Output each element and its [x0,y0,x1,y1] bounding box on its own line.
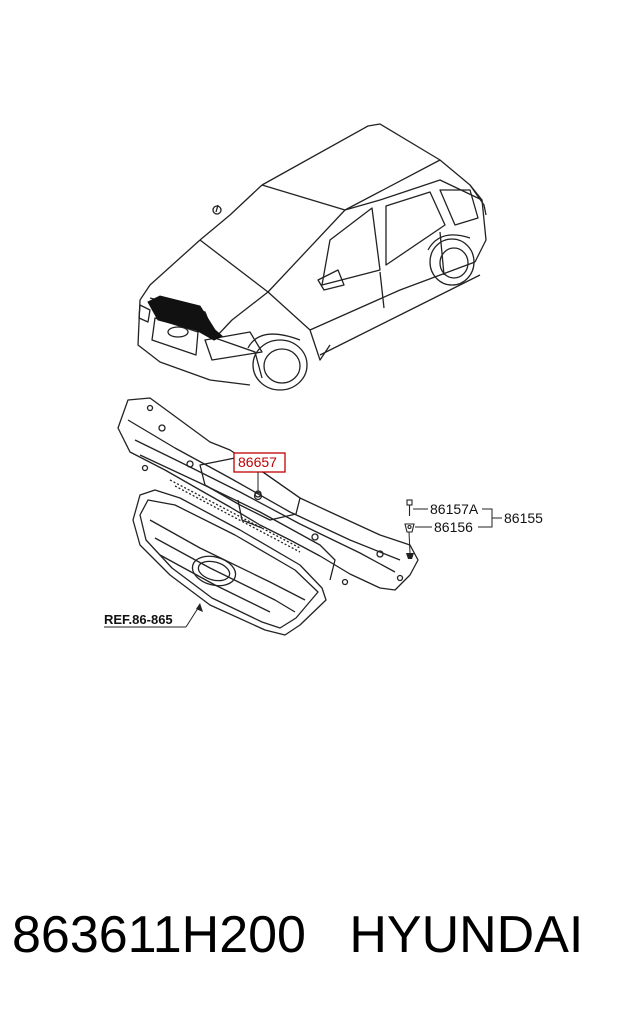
arrow-icon [196,603,203,612]
callout-86155: 86155 [504,510,543,526]
callout-86157a: 86157A [430,501,479,517]
ref-label: REF.86-865 [104,612,173,627]
fastener-icon [406,553,414,559]
part-number: 863611H200 [12,906,306,964]
radiator-grille [132,489,327,636]
clip-marker [253,491,263,501]
brand-name: HYUNDAI [349,906,584,964]
radiator-upper-cover [117,397,419,591]
highlighted-panel-on-car [147,295,223,341]
part-caption: 863611H200 HYUNDAI [12,905,612,965]
callout-86657: 86657 [238,454,277,470]
callout-86156: 86156 [434,519,473,535]
car-illustration [137,123,487,391]
clip-icon [404,523,415,533]
callout-box-86657 [233,452,286,473]
bolt-icon [406,499,413,516]
